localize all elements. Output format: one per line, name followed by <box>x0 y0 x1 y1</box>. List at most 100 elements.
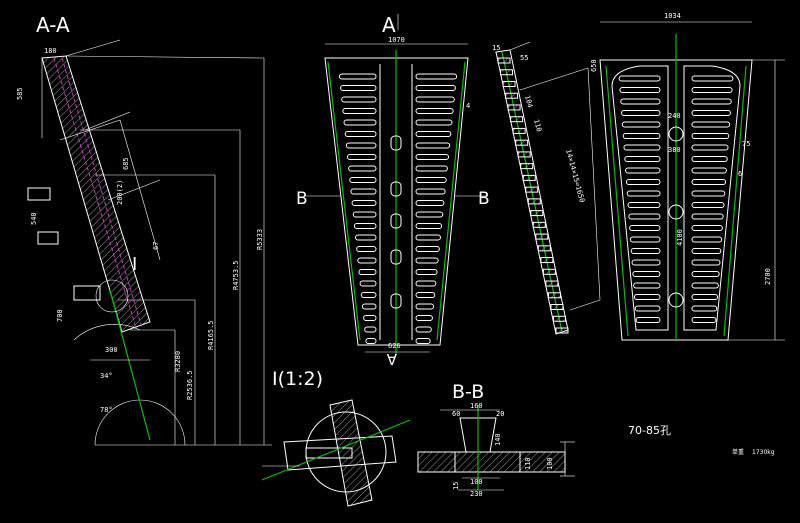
dim-4100: 4100 <box>676 229 684 246</box>
detail-title: I(1:2) <box>272 368 323 390</box>
dim-300: 300 <box>105 346 118 354</box>
side-tooth <box>517 151 531 158</box>
slot-left <box>348 165 377 172</box>
side-tooth <box>497 57 511 64</box>
side-tooth <box>525 186 539 193</box>
detail-marker-i: I <box>132 254 137 275</box>
rear-slot <box>691 202 725 208</box>
dim-540: 540 <box>30 212 38 225</box>
slot-left <box>363 315 377 321</box>
dim-60: 60 <box>452 410 460 418</box>
view-arrow-a-bottom: A <box>386 350 397 368</box>
dim-200: 200(2) <box>116 180 124 205</box>
rear-slot <box>625 179 661 185</box>
rear-slot <box>634 305 661 312</box>
dim-15b: 15 <box>452 482 460 490</box>
dim-r4165: R4165.5 <box>207 320 215 350</box>
slot-right <box>415 257 439 264</box>
dim-180: 180 <box>44 47 57 55</box>
rear-slot <box>626 190 661 197</box>
rear-slot <box>629 225 661 231</box>
rear-slot <box>691 225 723 231</box>
slot-right <box>415 154 450 160</box>
side-view-teeth <box>497 57 569 334</box>
rear-slot <box>633 294 661 300</box>
rear-slot <box>691 294 719 300</box>
rear-slot <box>691 236 723 243</box>
section-arrow-b-left: B <box>296 189 308 209</box>
slot-right <box>415 338 431 344</box>
rear-slot <box>691 98 732 105</box>
dim-1070: 1070 <box>388 36 405 44</box>
rear-slot <box>621 121 661 128</box>
section-aa-title: A-A <box>36 13 70 37</box>
rear-slot <box>691 248 722 254</box>
detail-i-view <box>261 399 411 507</box>
dim-700: 700 <box>56 309 64 322</box>
dim-100b: 100 <box>546 457 554 470</box>
section-aa-view <box>27 39 272 446</box>
dim-140: 140 <box>494 433 502 446</box>
dim-r5333: R5333 <box>256 229 264 250</box>
side-tooth <box>507 104 521 111</box>
slot-right <box>415 315 433 321</box>
slot-right <box>415 119 453 126</box>
dim-1034: 1034 <box>664 12 681 20</box>
slot-right <box>415 200 445 206</box>
dim-626: 626 <box>388 342 401 350</box>
slot-right <box>415 73 458 80</box>
rear-slot <box>691 179 727 185</box>
rear-slot <box>691 282 719 289</box>
slot-left <box>341 96 377 103</box>
dim-160: 160 <box>470 402 483 410</box>
slot-right <box>415 234 441 241</box>
slot-right <box>415 292 436 298</box>
rear-slot <box>627 202 661 208</box>
side-tooth <box>550 304 564 311</box>
rear-view <box>599 21 785 341</box>
dim-67: 67 <box>152 242 160 250</box>
rear-slot <box>621 110 661 116</box>
dim-4: 4 <box>466 102 470 110</box>
rear-slot <box>691 167 727 174</box>
dim-15: 15 <box>492 44 500 52</box>
slot-right <box>415 246 440 252</box>
slot-right <box>415 165 448 172</box>
slot-left <box>359 280 377 287</box>
dim-650: 650 <box>590 59 598 72</box>
side-tooth <box>547 292 561 299</box>
slot-right <box>415 96 455 103</box>
dim-55: 55 <box>520 54 528 62</box>
side-tooth <box>522 174 536 181</box>
dim-angle-34: 34° <box>100 372 113 380</box>
rear-slot <box>691 317 717 323</box>
side-tooth <box>512 127 526 134</box>
rear-slot <box>691 156 728 162</box>
rear-slot <box>691 259 721 266</box>
slot-right <box>415 142 451 149</box>
slot-right <box>415 188 446 195</box>
dim-r4753: R4753.5 <box>232 260 240 290</box>
top-view-bolt-holes <box>390 135 402 309</box>
slot-left <box>350 188 377 195</box>
rear-slot <box>691 144 729 151</box>
side-tooth <box>520 163 534 170</box>
slot-right <box>415 303 435 310</box>
dim-110b: 110 <box>524 457 532 470</box>
side-tooth <box>502 80 516 87</box>
rear-slot <box>691 121 731 128</box>
side-tooth <box>535 233 549 240</box>
dim-240: 240 <box>668 112 681 120</box>
rear-slot <box>691 305 718 312</box>
slot-left <box>340 85 377 91</box>
rear-slot <box>691 75 734 82</box>
dim-110: 110 <box>532 118 543 132</box>
rear-slot <box>691 87 733 93</box>
slot-left <box>346 154 377 160</box>
slot-right <box>415 280 437 287</box>
side-tooth <box>527 198 541 205</box>
dim-585: 585 <box>16 87 24 100</box>
rear-slot <box>691 213 724 220</box>
dim-75: 75 <box>742 140 750 148</box>
top-view-a <box>306 14 486 355</box>
